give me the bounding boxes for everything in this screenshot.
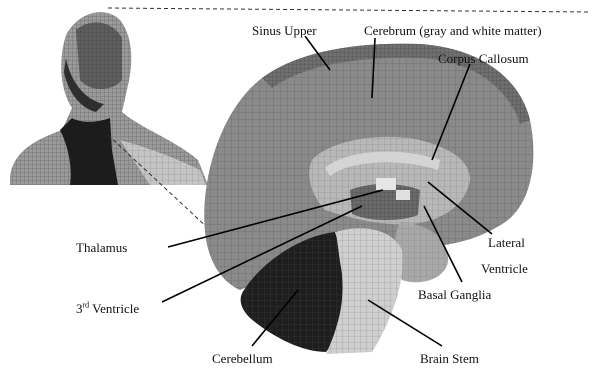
label-basal-ganglia: Basal Ganglia — [418, 288, 491, 301]
label-corpus-callosum: Corpus Callosum — [438, 52, 529, 65]
label-lateral-ventricle-line1: Lateral — [488, 236, 525, 249]
label-3rd-ventricle: 3rd Ventricle — [76, 302, 139, 315]
label-brain-stem: Brain Stem — [420, 352, 479, 365]
label-sinus-upper: Sinus Upper — [252, 24, 317, 37]
inner-structures — [309, 137, 470, 224]
label-thalamus: Thalamus — [76, 241, 127, 254]
label-cerebrum: Cerebrum (gray and white matter) — [364, 24, 542, 37]
label-cerebellum: Cerebellum — [212, 352, 273, 365]
label-3rd-ventricle-text: Ventricle — [89, 301, 139, 316]
callout-dashed-top — [108, 8, 590, 12]
label-lateral-ventricle-line2: Ventricle — [481, 262, 528, 275]
head-model-inset — [10, 12, 208, 185]
